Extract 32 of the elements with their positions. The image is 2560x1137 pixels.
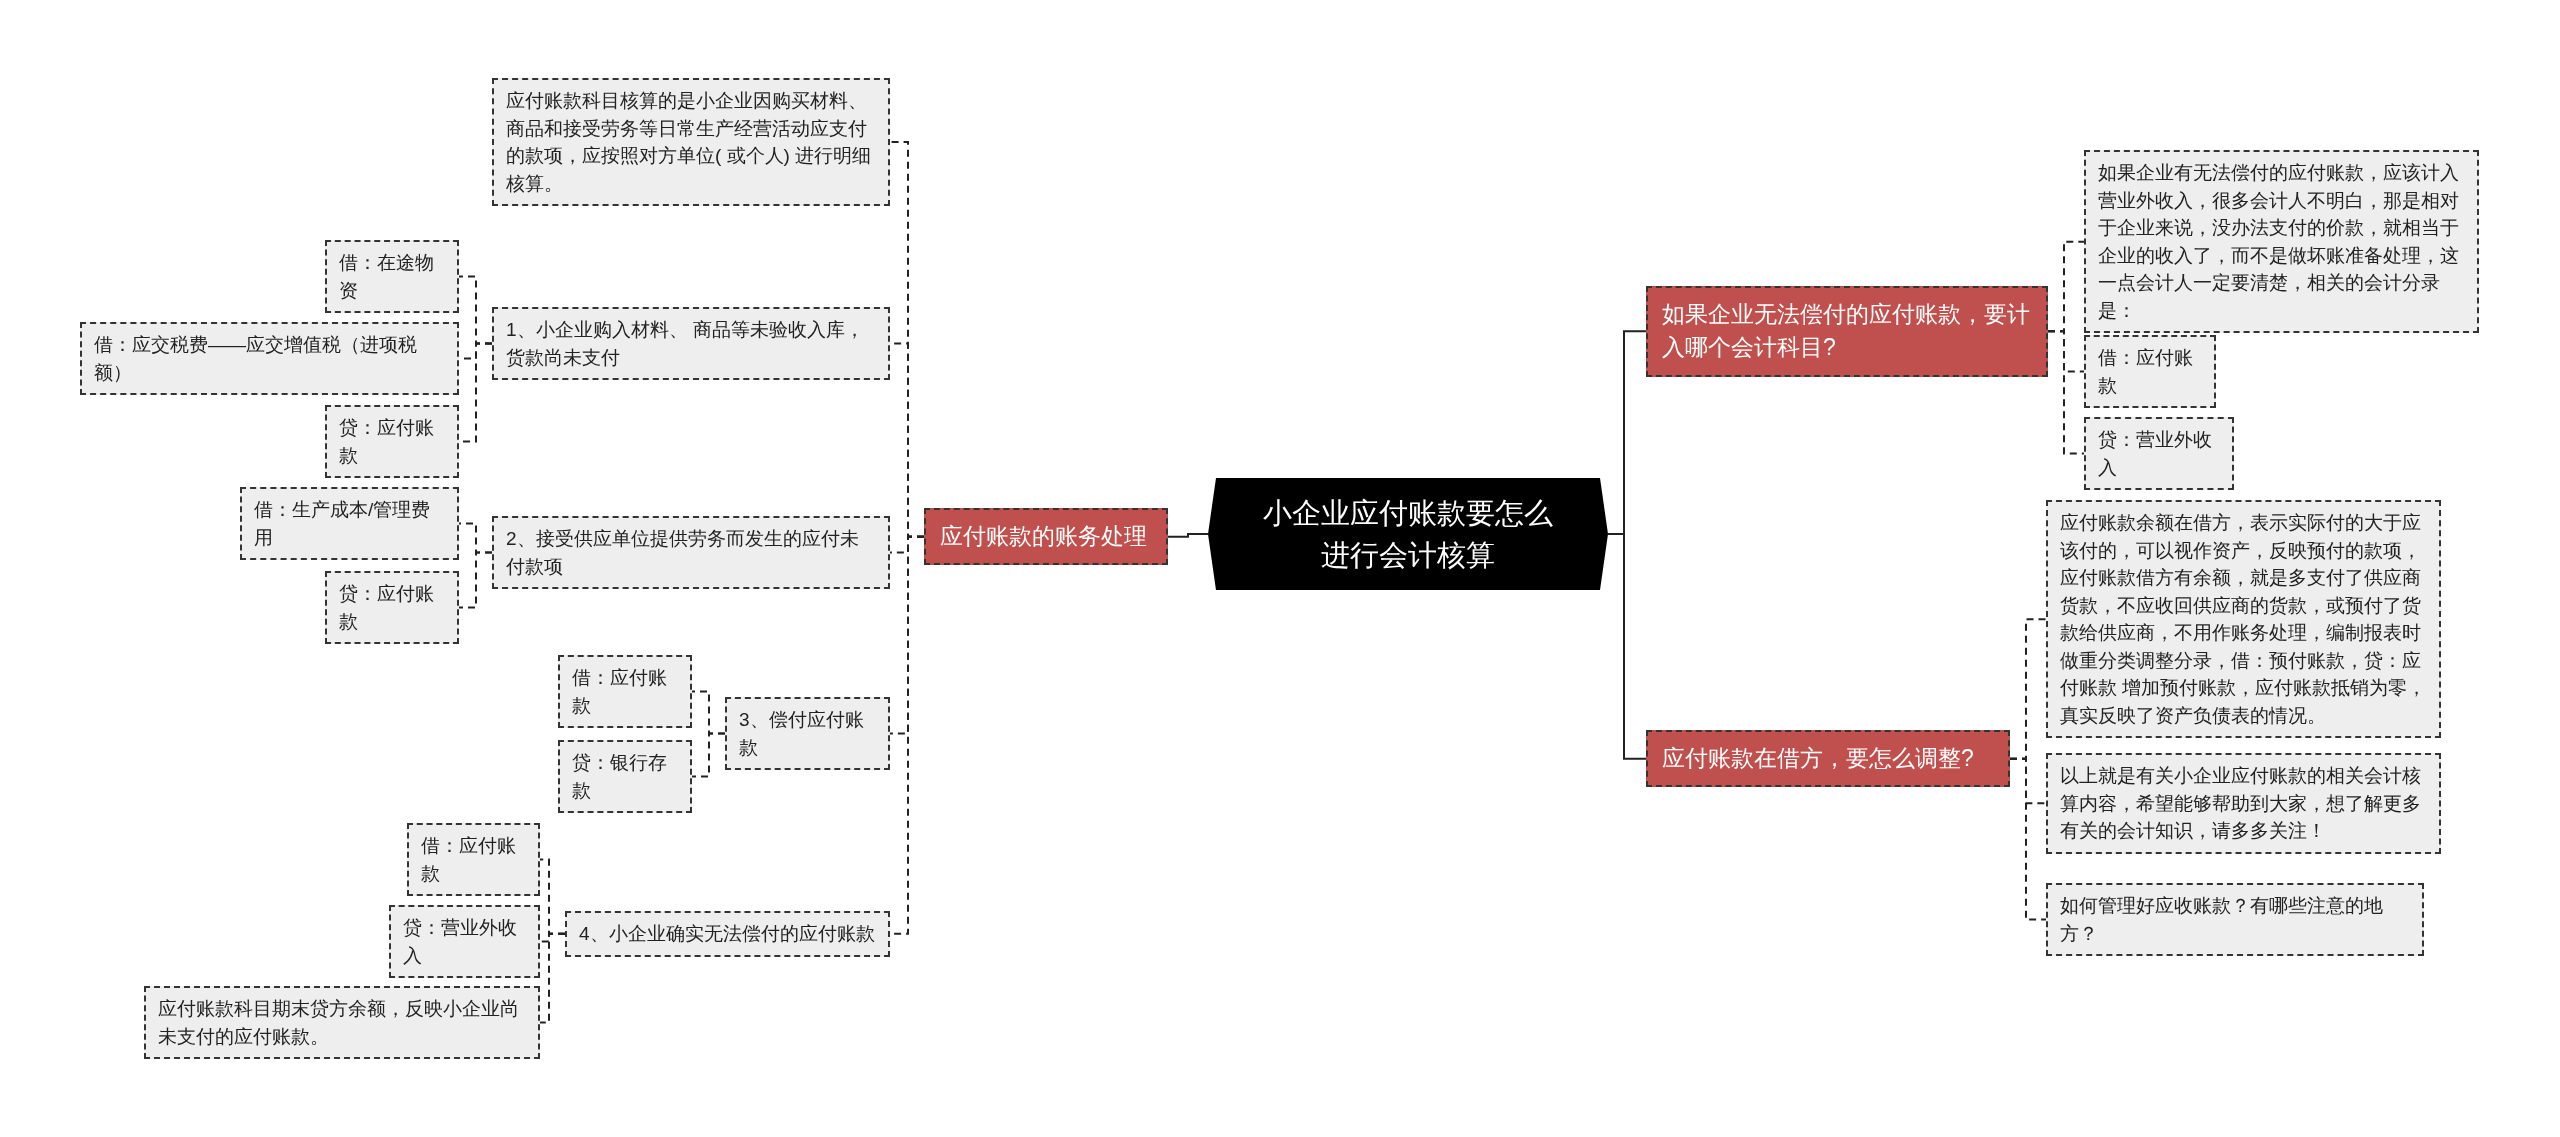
subtopic-box: 贷：营业外收入 bbox=[389, 905, 540, 979]
subtopic-box: 贷：银行存款 bbox=[558, 740, 692, 814]
subtopic-box: 4、小企业确实无法偿付的应付账款 bbox=[565, 911, 890, 957]
subtopic-box: 应付账款余额在借方，表示实际付的大于应该付的，可以视作资产，反映预付的款项，应付账款借方有余额，就是多支付了供应商货款，不应收回供应商的货款，或预付了货款给供应商，不用作账务处理，编制报表时做重分类调整分录，借：预付账款，贷：应付账款 增加预付账款，应付账款抵销为零，真实反映了资产负债表的情况。 bbox=[2046, 500, 2441, 739]
subtopic-box: 1、小企业购入材料、 商品等未验收入库，货款尚未支付 bbox=[492, 307, 890, 381]
subtopic-box: 贷：营业外收入 bbox=[2084, 417, 2234, 491]
topic-box: 应付账款在借方，要怎么调整? bbox=[1646, 730, 2010, 788]
subtopic-box: 借：应付账款 bbox=[558, 655, 692, 729]
subtopic-box: 3、偿付应付账款 bbox=[725, 697, 890, 771]
subtopic-box: 借：应付账款 bbox=[407, 823, 540, 897]
topic-box: 应付账款的账务处理 bbox=[924, 508, 1168, 566]
subtopic-box: 2、接受供应单位提供劳务而发生的应付未付款项 bbox=[492, 516, 890, 590]
subtopic-box: 借：在途物资 bbox=[325, 240, 459, 314]
subtopic-box: 如何管理好应收账款？有哪些注意的地方？ bbox=[2046, 883, 2424, 957]
subtopic-box: 如果企业有无法偿付的应付账款，应该计入营业外收入，很多会计人不明白，那是相对于企业来说，没办法支付的价款，就相当于企业的收入了，而不是做坏账准备处理，这一点会计人一定要清楚，相关的会计分录是： bbox=[2084, 150, 2479, 334]
subtopic-box: 以上就是有关小企业应付账款的相关会计核算内容，希望能够帮助到大家，想了解更多有关的会计知识，请多多关注！ bbox=[2046, 753, 2441, 854]
subtopic-box: 借：应付账款 bbox=[2084, 335, 2216, 409]
topic-box: 如果企业无法偿付的应付账款，要计入哪个会计科目? bbox=[1646, 286, 2048, 377]
central-topic: 小企业应付账款要怎么进行会计核算 bbox=[1208, 478, 1608, 591]
subtopic-box: 贷：应付账款 bbox=[325, 405, 459, 479]
subtopic-box: 借：生产成本/管理费用 bbox=[240, 487, 459, 561]
connector-line bbox=[691, 732, 726, 778]
connector-line bbox=[2047, 330, 2085, 455]
subtopic-box: 借：应交税费——应交增值税（进项税额） bbox=[80, 322, 459, 396]
connector-line bbox=[458, 551, 493, 609]
connector-line bbox=[1167, 533, 1209, 538]
subtopic-box: 贷：应付账款 bbox=[325, 571, 459, 645]
subtopic-box: 应付账款科目核算的是小企业因购买材料、商品和接受劳务等日常生产经营活动应支付的款项，应按照对方单位( 或个人) 进行明细核算。 bbox=[492, 78, 890, 207]
connector-line bbox=[539, 932, 566, 1024]
connector-line bbox=[2009, 757, 2047, 921]
connector-line bbox=[1607, 533, 1647, 760]
subtopic-box: 应付账款科目期末贷方余额，反映小企业尚未支付的应付账款。 bbox=[144, 986, 540, 1060]
